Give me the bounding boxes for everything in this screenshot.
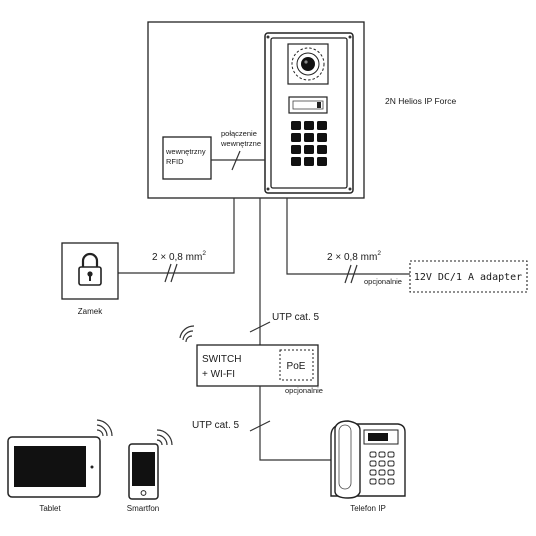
smartphone-icon: [128, 443, 159, 500]
ip-phone-label: Telefon IP: [350, 504, 386, 513]
internal-rfid-label-2: RFID: [166, 157, 184, 166]
phone-key: [369, 451, 377, 458]
device-name-label: 2N Helios IP Force: [385, 96, 456, 106]
smartphone-label: Smartfon: [127, 504, 159, 513]
tablet-wifi-icon: [96, 419, 113, 437]
phone-key: [369, 478, 377, 485]
internal-connection-label-1: połączenie: [221, 129, 257, 138]
power-cable: [286, 198, 410, 275]
keypad-key: [291, 145, 301, 154]
lock-cable-label: 2 × 0,8 mm2: [152, 250, 206, 263]
phone-key: [387, 478, 395, 485]
phone-key: [387, 451, 395, 458]
phone-key: [378, 460, 386, 467]
poe-optional-label: opcjonalnie: [285, 386, 323, 395]
phone-key: [378, 469, 386, 476]
keypad-key: [291, 121, 301, 130]
power-cable-label: 2 × 0,8 mm2: [327, 250, 381, 263]
phone-key: [378, 451, 386, 458]
wifi-icon: [179, 325, 195, 343]
keypad-key: [291, 133, 301, 142]
lock-cable: [118, 198, 235, 274]
keypad-key: [304, 145, 314, 154]
padlock-icon: [78, 252, 102, 286]
keypad-icon: [291, 121, 327, 166]
internal-connection-label-2: wewnętrzne: [220, 139, 261, 148]
power-optional-label: opcjonalnie: [364, 277, 402, 286]
poe-label: PoE: [287, 361, 306, 372]
phone-key: [378, 478, 386, 485]
utp-cable-bottom: [259, 386, 336, 461]
utp-top-label: UTP cat. 5: [272, 312, 319, 323]
keypad-key: [304, 121, 314, 130]
keypad-key: [291, 157, 301, 166]
utp-bottom-label: UTP cat. 5: [192, 420, 239, 431]
phone-key: [387, 460, 395, 467]
poe-box: [279, 349, 314, 381]
tablet-label: Tablet: [39, 504, 61, 513]
phone-key: [369, 460, 377, 467]
keypad-key: [304, 133, 314, 142]
keypad-key: [317, 121, 327, 130]
intercom-unit: [264, 32, 354, 194]
switch-label-1: SWITCH: [202, 354, 241, 365]
ip-phone-icon: [330, 420, 406, 499]
lock-label: Zamek: [78, 307, 103, 316]
power-adapter-label: 12V DC/1 A adapter: [414, 272, 522, 283]
internal-rfid-box: [162, 136, 212, 180]
power-adapter-box: [409, 260, 528, 293]
keypad-key: [317, 157, 327, 166]
smartphone-wifi-icon: [156, 429, 173, 446]
phone-key: [369, 469, 377, 476]
phone-key: [387, 469, 395, 476]
keypad-key: [317, 133, 327, 142]
internal-rfid-label-1: wewnętrzny: [165, 147, 206, 156]
switch-label-2: + WI-FI: [202, 369, 235, 380]
keypad-key: [317, 145, 327, 154]
tablet-icon: [7, 436, 101, 498]
camera-icon: [287, 43, 329, 85]
keypad-key: [304, 157, 314, 166]
